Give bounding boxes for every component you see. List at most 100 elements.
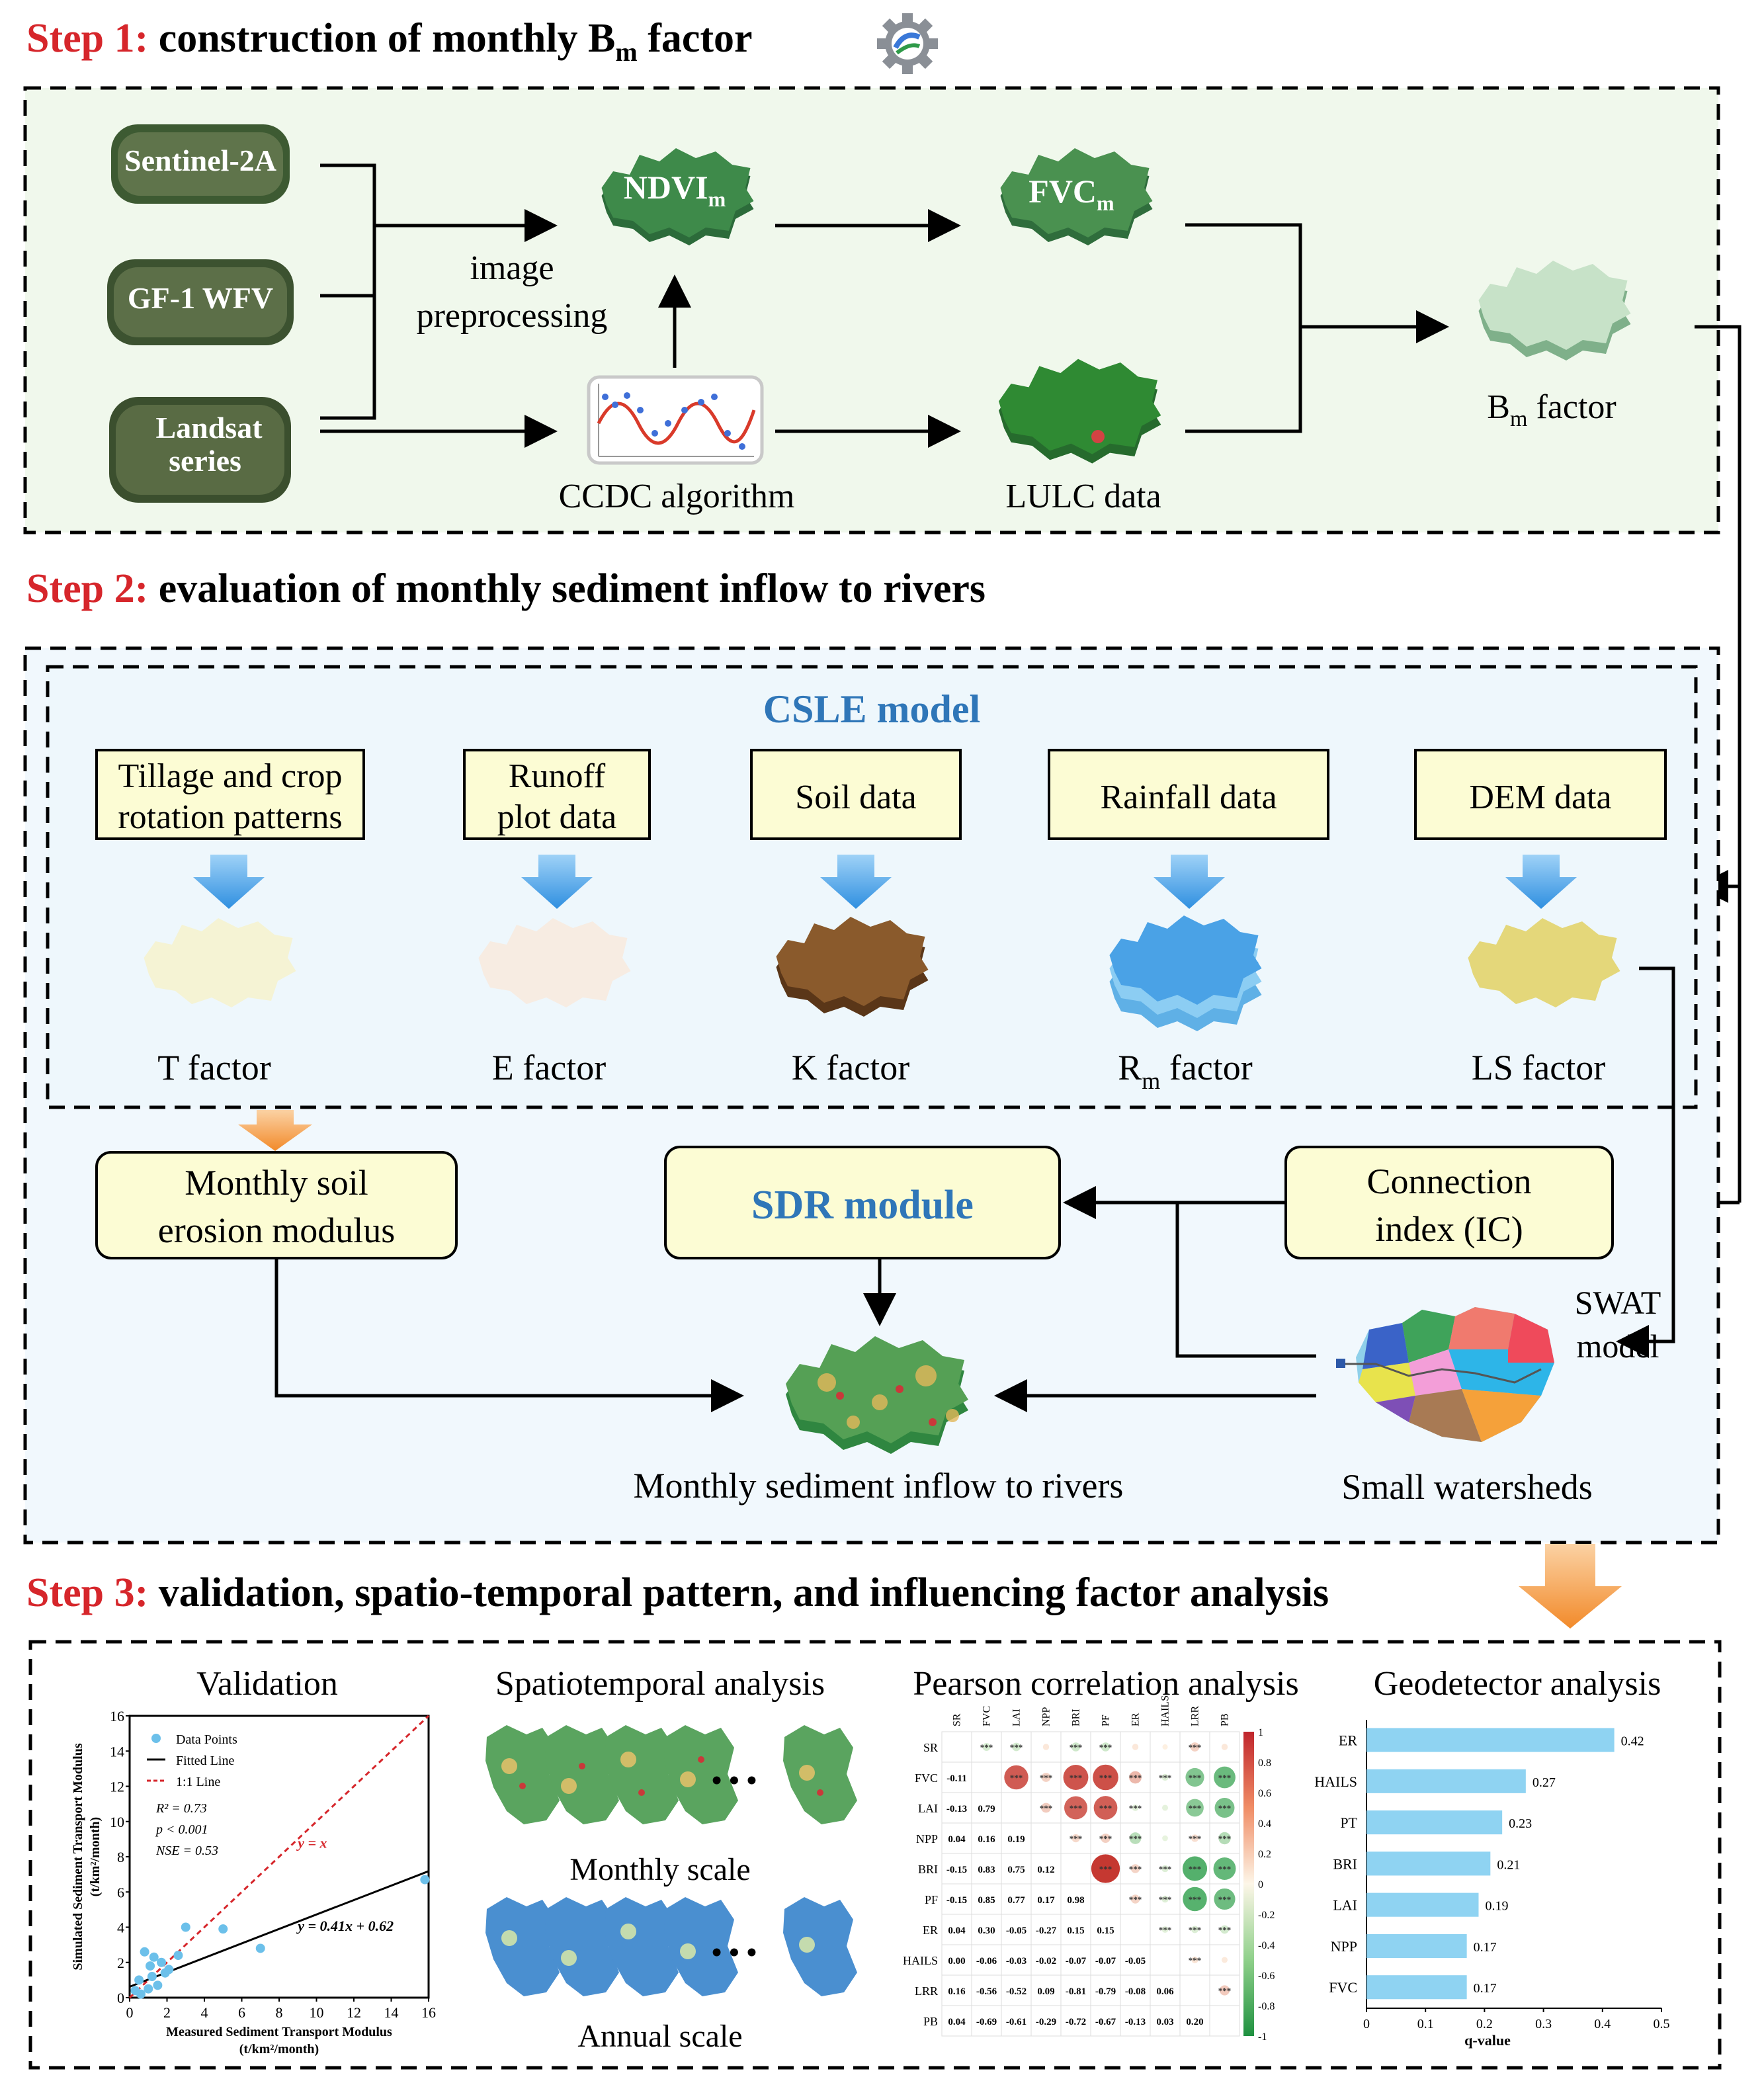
row-label: LAI (918, 1802, 938, 1815)
fit-statistic: p < 0.001 (155, 1822, 208, 1837)
correlation-value: 0.17 (1037, 1895, 1055, 1906)
x-tick-label: 14 (384, 2004, 399, 2021)
correlation-value: 0.16 (948, 1986, 966, 1997)
correlation-value: -0.29 (1036, 2017, 1056, 2027)
fvc-label: FVCm (1029, 173, 1114, 215)
significance-mark: *** (1189, 1955, 1202, 1965)
bar-category-label: LAI (1333, 1897, 1357, 1914)
step2-connectors (274, 966, 1675, 1412)
significance-mark: *** (1129, 1803, 1142, 1813)
column-label: PB (1220, 1713, 1231, 1726)
correlation-value: -0.11 (946, 1773, 966, 1784)
landsat-label: Landsat (155, 411, 263, 445)
q-value-bar (1366, 1892, 1479, 1917)
soil-label: Soil data (795, 779, 916, 816)
fit-equation-label: y = 0.41x + 0.62 (296, 1918, 394, 1934)
annual-map-2 (545, 1897, 619, 1996)
data-point (157, 1957, 167, 1967)
correlation-value: 0.20 (1186, 2017, 1203, 2027)
row-label: PF (925, 1893, 938, 1906)
earth-engine-gear-icon (877, 13, 938, 74)
gf1-wfv-source: GF-1 WFV (107, 259, 294, 345)
x-tick-label: 6 (238, 2004, 245, 2021)
annual-map-last (783, 1897, 857, 1996)
small-watersheds-map (1336, 1307, 1554, 1442)
correlation-circle (1132, 1744, 1139, 1750)
erosion-line2: erosion modulus (158, 1210, 396, 1250)
data-point (153, 1980, 163, 1990)
monthly-map-1 (485, 1725, 560, 1824)
spatiotemporal-title: Spatiotemporal analysis (495, 1665, 825, 1703)
row-label: LRR (915, 1984, 938, 1998)
row-label: ER (923, 1924, 938, 1937)
bar-value-label: 0.27 (1533, 1775, 1556, 1790)
small-watersheds-label: Small watersheds (1341, 1467, 1592, 1507)
colorbar-tick-label: 0.2 (1258, 1849, 1271, 1860)
q-value-bar (1366, 1933, 1467, 1959)
y-tick-label: 6 (117, 1884, 124, 1900)
column-label: HAILS (1160, 1695, 1171, 1726)
x-tick-label: 10 (310, 2004, 324, 2021)
y-axis-label: Simulated Sediment Transport Modulus (71, 1743, 85, 1970)
column-label: LRR (1190, 1706, 1201, 1726)
one-to-one-line (128, 1715, 430, 1999)
blue-down-arrow-icon (1154, 855, 1225, 909)
colorbar-tick-label: 1 (1258, 1727, 1263, 1738)
correlation-value: -0.81 (1066, 1986, 1086, 1997)
correlation-value: -0.07 (1066, 1956, 1087, 1967)
significance-mark: *** (1099, 1742, 1113, 1752)
fit-statistic: NSE = 0.53 (155, 1844, 218, 1858)
legend-entry: Fitted Line (176, 1754, 234, 1768)
annual-scale-maps (485, 1897, 857, 1996)
orange-down-arrow-step3-icon (1519, 1544, 1622, 1629)
colorbar-tick-label: 0 (1258, 1879, 1263, 1890)
heatmap-cell (1209, 2005, 1240, 2037)
orange-down-arrow-icon (238, 1110, 312, 1151)
row-label: BRI (918, 1863, 938, 1876)
correlation-value: 0.00 (948, 1956, 965, 1967)
significance-mark: *** (1099, 1803, 1113, 1813)
x-tick-label: 8 (276, 2004, 283, 2021)
bar-x-tick-label: 0.2 (1476, 2017, 1493, 2031)
correlation-value: -0.69 (976, 2017, 997, 2027)
significance-mark: *** (1099, 1834, 1113, 1844)
correlation-value: 0.04 (948, 1926, 966, 1936)
correlation-value: -0.05 (1125, 1956, 1146, 1967)
correlation-circle (1042, 1744, 1050, 1750)
series-label: series (169, 444, 241, 478)
sentinel-2a-source: Sentinel-2A (111, 124, 290, 204)
x-tick-label: 0 (126, 2004, 134, 2021)
bar-x-tick-label: 0.1 (1417, 2017, 1434, 2031)
correlation-circle (1012, 1742, 1021, 1752)
correlation-circle (1129, 1771, 1142, 1784)
monthly-map-2 (545, 1725, 619, 1824)
correlation-value: -0.72 (1066, 2017, 1086, 2027)
ndvi-map: NDVIm (601, 148, 754, 245)
step2-heading: Step 2: evaluation of monthly sediment i… (26, 566, 986, 611)
significance-mark: *** (1010, 1742, 1023, 1752)
x-tick-label: 4 (201, 2004, 208, 2021)
monthly-map-4 (664, 1725, 738, 1824)
runoff-line1: Runoff (509, 757, 606, 795)
correlation-circle (1161, 1895, 1169, 1903)
bar-x-tick-label: 0.5 (1654, 2017, 1670, 2031)
significance-mark: *** (1129, 1864, 1142, 1874)
correlation-circle (1220, 1925, 1229, 1934)
correlation-value: -0.67 (1095, 2017, 1116, 2027)
correlation-circle (1161, 1773, 1169, 1781)
lulc-label: LULC data (1005, 478, 1161, 515)
significance-mark: *** (1159, 1925, 1172, 1935)
x-tick-label: 16 (421, 2004, 436, 2021)
colorbar-tick-label: 0.4 (1258, 1818, 1271, 1830)
landsat-series-source: Landsat series (109, 397, 291, 503)
sediment-inflow-label: Monthly sediment inflow to rivers (634, 1466, 1124, 1506)
significance-mark: *** (980, 1742, 993, 1752)
data-point (218, 1924, 228, 1934)
ndvi-label: NDVIm (624, 169, 726, 211)
correlation-circle (1219, 1985, 1230, 1996)
correlation-value: -0.02 (1036, 1956, 1056, 1967)
y-tick-label: 16 (110, 1708, 124, 1724)
pearson-correlation-heatmap: SRSRFVCFVCLAILAINPPNPPBRIBRIPFPFERERHAIL… (903, 1695, 1275, 2043)
runoff-line2: plot data (497, 798, 617, 836)
